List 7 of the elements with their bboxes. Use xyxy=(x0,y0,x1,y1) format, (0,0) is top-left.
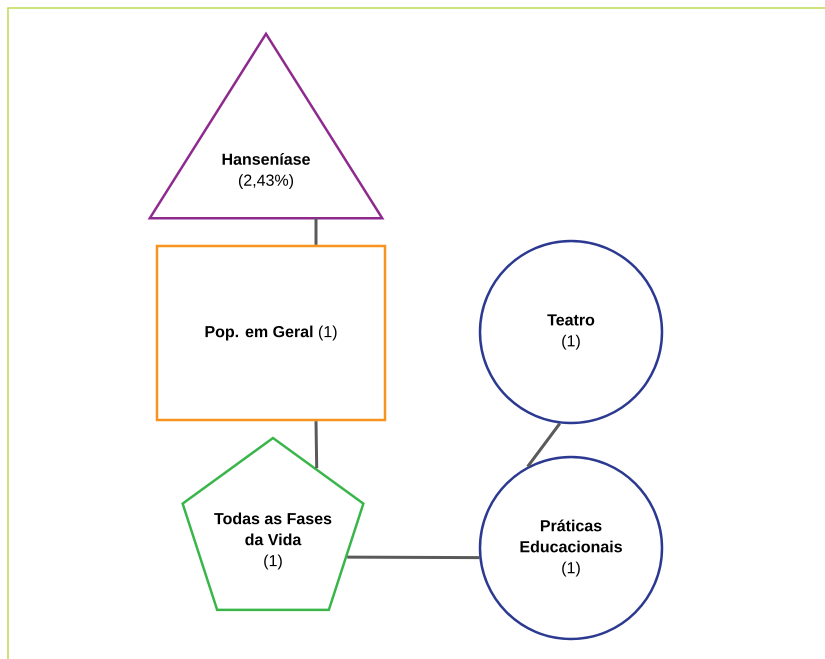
circle-node: Práticas Educacionais (1) xyxy=(478,456,664,640)
connector-line xyxy=(526,422,561,468)
circle-node: Teatro (1) xyxy=(478,240,664,424)
connector-line xyxy=(347,556,480,560)
connector-line xyxy=(314,421,318,468)
box-node: Pop. em Geral (1) xyxy=(156,244,386,422)
connector-line xyxy=(314,218,318,245)
